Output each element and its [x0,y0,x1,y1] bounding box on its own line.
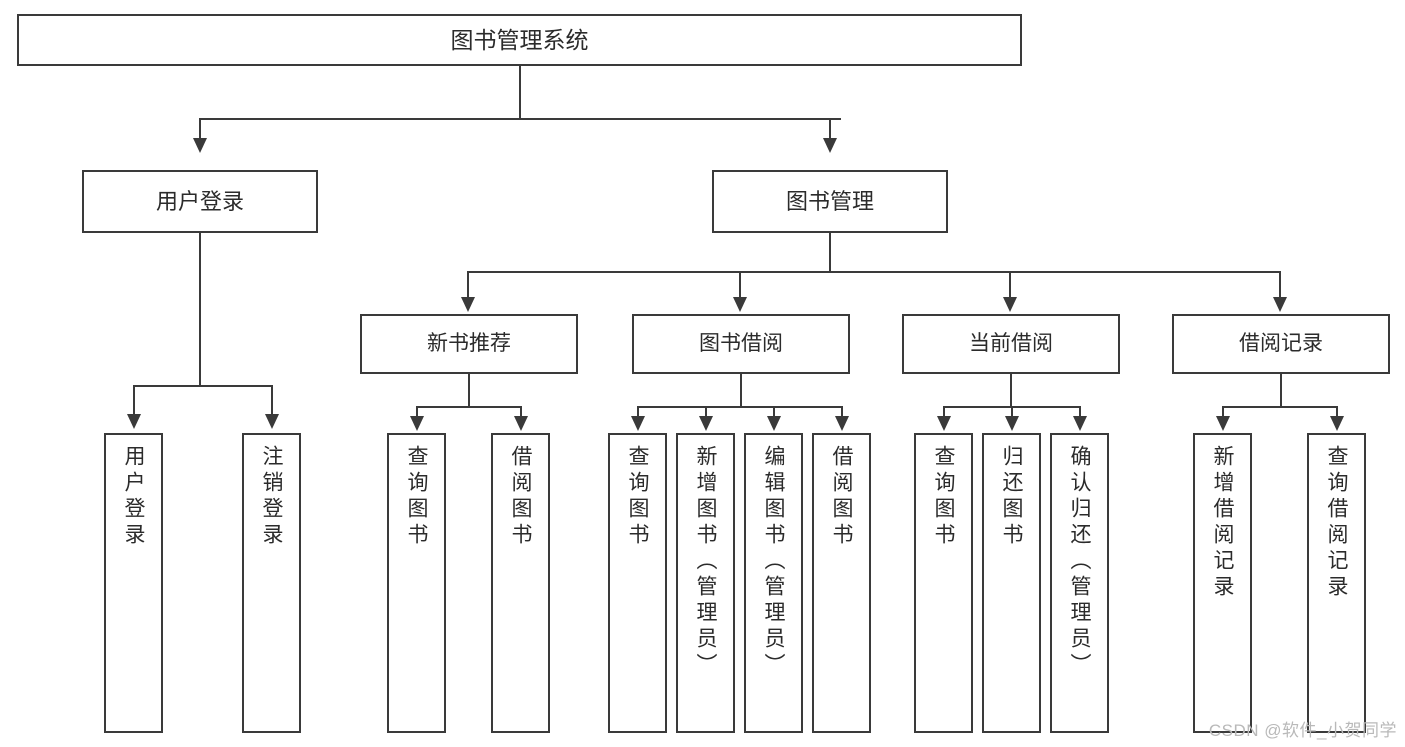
connector-bb-to-leaf-3 [773,406,775,418]
node-label: 借阅图书 [509,445,532,549]
connector-user-login-to-leaf-2 [271,385,273,415]
arrow-root-to-user-login [193,138,207,153]
connector-user-login-to-leaf-1 [133,385,135,415]
connector-nbr-to-leaf-1 [416,406,418,418]
node-label: 当前借阅 [969,331,1053,355]
node-leaf-borrow-book-2[interactable]: 借阅图书 [812,433,871,733]
connector-borrow-record-stem [1280,374,1282,407]
arrow-root-to-book-manage [823,138,837,153]
connector-cb-to-leaf-3 [1079,406,1081,418]
node-leaf-confirm-return[interactable]: 确认归还（管理员） [1050,433,1109,733]
node-new-book-recommend[interactable]: 新书推荐 [360,314,578,374]
arrow-user-login-to-leaf-1 [127,414,141,429]
connector-root-stem [519,66,521,118]
node-root-system[interactable]: 图书管理系统 [17,14,1022,66]
connector-bb-to-leaf-1 [637,406,639,418]
node-label: 查询图书 [932,445,955,549]
arrow-bb-to-leaf-2 [699,416,713,431]
node-user-login[interactable]: 用户登录 [82,170,318,233]
node-label: 注销登录 [260,445,283,549]
connector-book-manage-stem [829,233,831,271]
node-label: 查询借阅记录 [1325,445,1348,601]
node-label: 新增借阅记录 [1211,445,1234,601]
connector-cb-to-leaf-1 [943,406,945,418]
arrow-bb-to-leaf-3 [767,416,781,431]
arrow-cb-to-leaf-2 [1005,416,1019,431]
arrow-bb-to-leaf-4 [835,416,849,431]
connector-book-manage-to-l3-4 [1279,271,1281,298]
connector-root-to-book-manage [829,118,831,140]
node-leaf-edit-book[interactable]: 编辑图书（管理员） [744,433,803,733]
node-label: 编辑图书（管理员） [762,445,785,679]
connector-user-login-stem [199,233,201,385]
connector-root-to-user-login [199,118,201,140]
node-leaf-user-login[interactable]: 用户登录 [104,433,163,733]
node-label: 查询图书 [626,445,649,549]
node-label: 查询图书 [405,445,428,549]
arrow-book-manage-to-current-borrow [1003,297,1017,312]
node-label: 新书推荐 [427,331,511,355]
node-current-borrow[interactable]: 当前借阅 [902,314,1120,374]
node-book-manage[interactable]: 图书管理 [712,170,948,233]
connector-bb-to-leaf-2 [705,406,707,418]
node-label: 图书借阅 [699,331,783,355]
node-label: 图书管理系统 [450,26,589,53]
arrow-user-login-to-leaf-2 [265,414,279,429]
connector-book-manage-to-l3-1 [467,271,469,298]
csdn-watermark: CSDN @软件_小贺同学 [1208,721,1397,740]
arrow-cb-to-leaf-1 [937,416,951,431]
arrow-br-to-leaf-2 [1330,416,1344,431]
node-leaf-add-book[interactable]: 新增图书（管理员） [676,433,735,733]
connector-book-manage-to-l3-3 [1009,271,1011,298]
arrow-nbr-to-leaf-2 [514,416,528,431]
connector-new-book-recommend-stem [468,374,470,407]
node-label: 确认归还（管理员） [1068,445,1091,679]
node-label: 归还图书 [1000,445,1023,549]
connector-book-borrow-bus [637,406,842,408]
node-leaf-query-book-1[interactable]: 查询图书 [387,433,446,733]
connector-br-to-leaf-2 [1336,406,1338,418]
arrow-book-manage-to-new-book-recommend [461,297,475,312]
arrow-book-manage-to-book-borrow [733,297,747,312]
node-leaf-return-book[interactable]: 归还图书 [982,433,1041,733]
node-label: 新增图书（管理员） [694,445,717,679]
node-leaf-query-record[interactable]: 查询借阅记录 [1307,433,1366,733]
connector-root-bus [199,118,841,120]
connector-br-to-leaf-1 [1222,406,1224,418]
node-label: 借阅记录 [1239,331,1323,355]
node-leaf-add-record[interactable]: 新增借阅记录 [1193,433,1252,733]
node-label: 用户登录 [155,188,244,214]
node-label: 借阅图书 [830,445,853,549]
connector-nbr-to-leaf-2 [520,406,522,418]
node-label: 用户登录 [122,445,145,549]
connector-borrow-record-bus [1222,406,1338,408]
arrow-book-manage-to-borrow-record [1273,297,1287,312]
connector-current-borrow-stem [1010,374,1012,407]
arrow-bb-to-leaf-1 [631,416,645,431]
arrow-br-to-leaf-1 [1216,416,1230,431]
node-book-borrow[interactable]: 图书借阅 [632,314,850,374]
node-borrow-record[interactable]: 借阅记录 [1172,314,1390,374]
arrow-nbr-to-leaf-1 [410,416,424,431]
connector-cb-to-leaf-2 [1011,406,1013,418]
node-leaf-logout[interactable]: 注销登录 [242,433,301,733]
node-leaf-query-book-3[interactable]: 查询图书 [914,433,973,733]
connector-book-manage-to-l3-2 [739,271,741,298]
node-leaf-borrow-book-1[interactable]: 借阅图书 [491,433,550,733]
node-label: 图书管理 [785,188,874,214]
connector-new-book-recommend-bus [416,406,522,408]
node-leaf-query-book-2[interactable]: 查询图书 [608,433,667,733]
connector-book-manage-bus [467,271,1281,273]
arrow-cb-to-leaf-3 [1073,416,1087,431]
connector-book-borrow-stem [740,374,742,407]
connector-bb-to-leaf-4 [841,406,843,418]
connector-user-login-bus [133,385,273,387]
